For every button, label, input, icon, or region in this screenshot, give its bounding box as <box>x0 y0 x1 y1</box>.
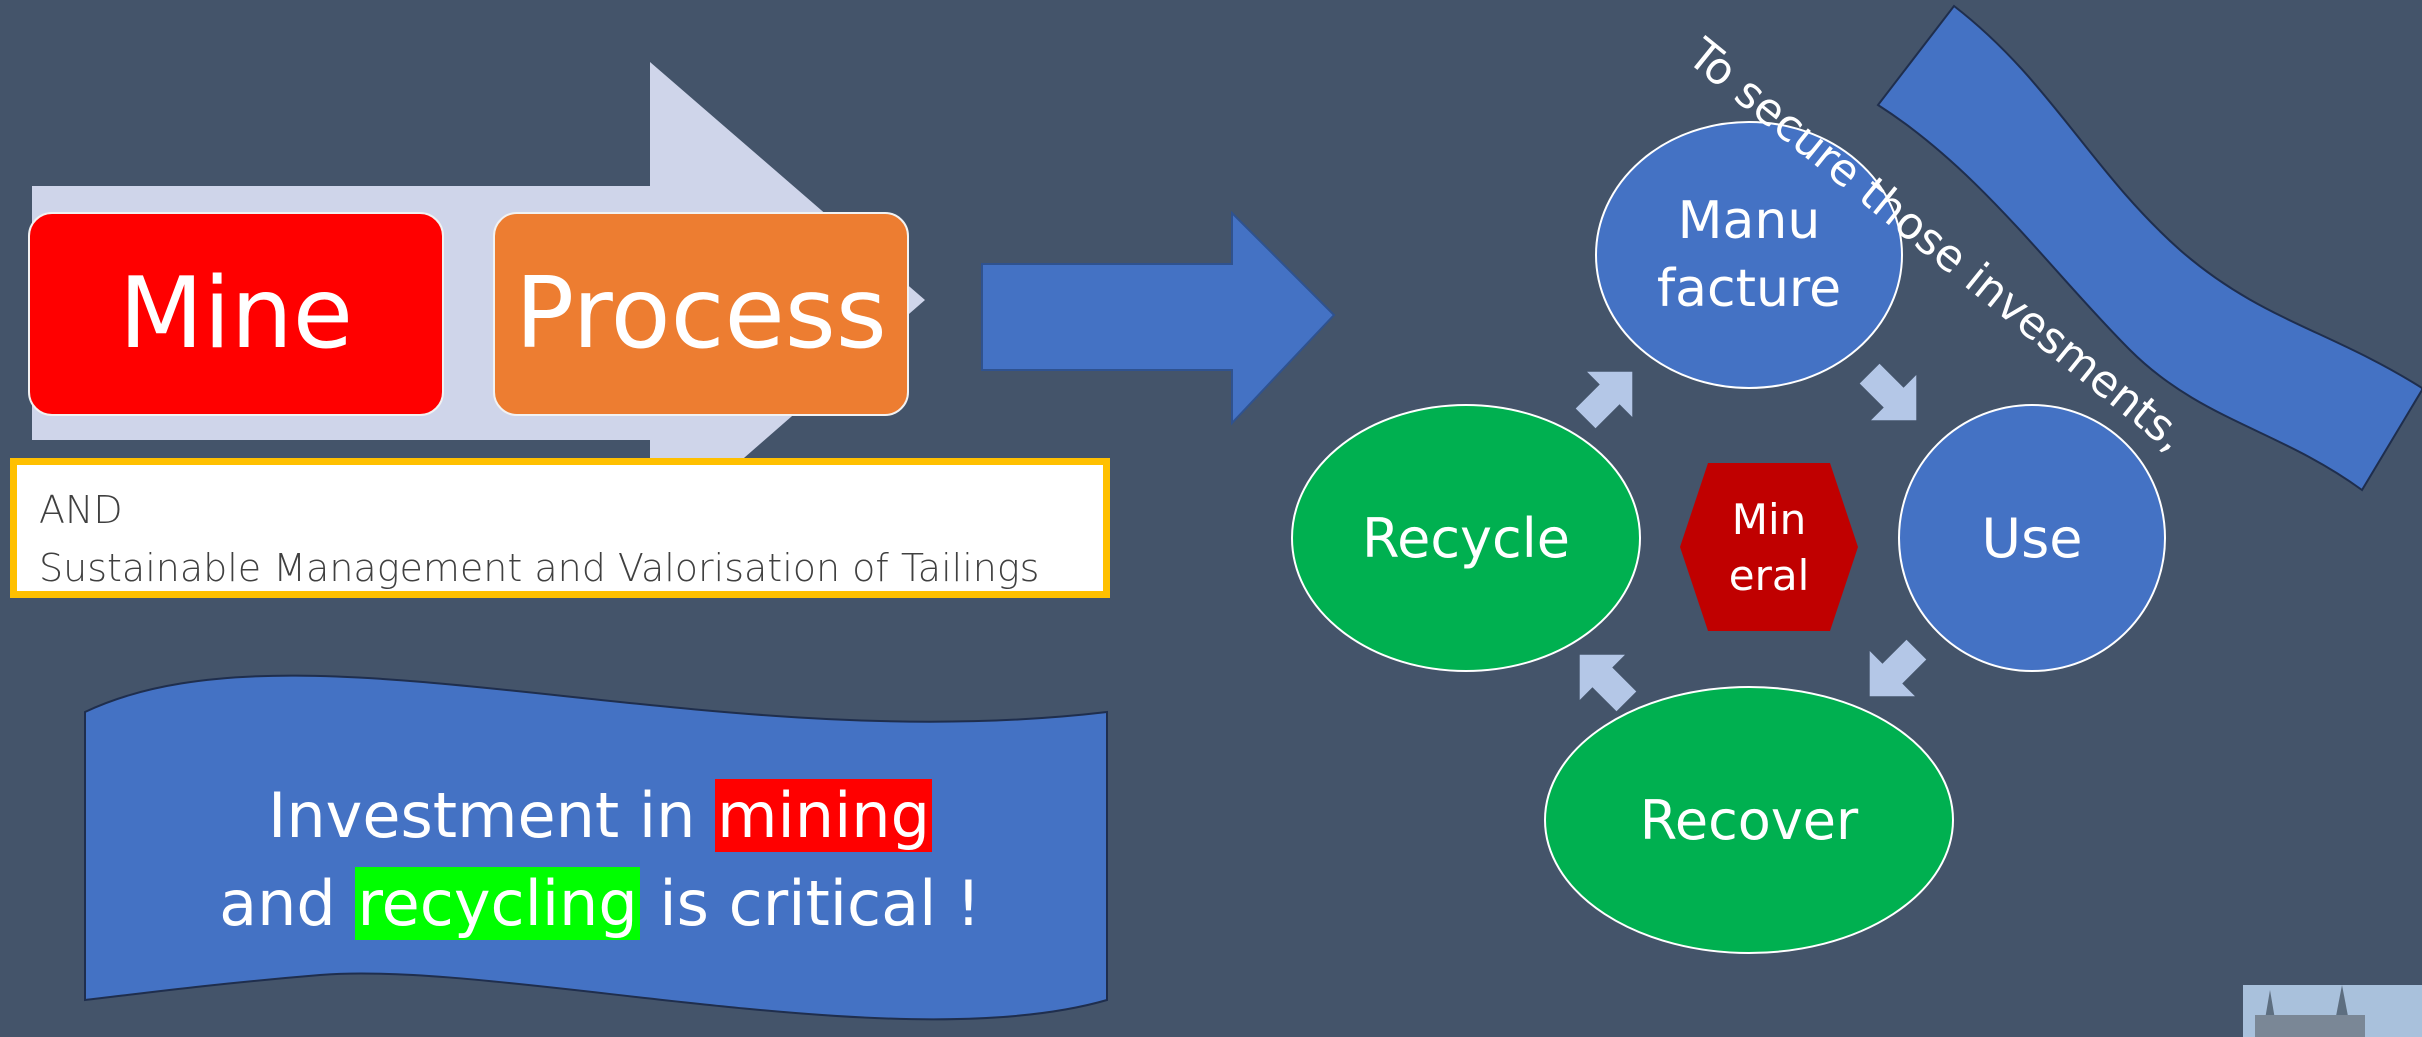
investment-line-2: and recycling is critical ! <box>120 860 1080 948</box>
ribbon-banner <box>1876 4 2422 492</box>
use-circle <box>1898 404 2166 672</box>
investment-line-1: Investment in mining <box>120 772 1080 860</box>
cathedral-thumbnail <box>2243 985 2422 1037</box>
and-prefix: and <box>219 867 356 940</box>
manufacture-circle <box>1595 121 1903 389</box>
tailings-box: AND Sustainable Management and Valorisat… <box>10 458 1110 598</box>
process-box: Process <box>493 212 909 416</box>
and-label: AND <box>39 488 123 532</box>
investment-statement: Investment in mining and recycling is cr… <box>120 772 1080 948</box>
recycling-highlight: recycling <box>355 867 640 940</box>
process-label: Process <box>515 257 887 371</box>
mineral-line-1: Min <box>1731 495 1807 544</box>
mineral-hexagon <box>1680 463 1858 631</box>
recover-text: Recover <box>1639 788 1859 852</box>
wave-banner <box>84 674 1108 1021</box>
mine-label: Mine <box>118 257 354 371</box>
mineral-label: Min eral <box>1680 490 1858 606</box>
tailings-label: Sustainable Management and Valorisation … <box>39 546 1040 590</box>
cycle-arrow-recycle-to-manufacture <box>1575 371 1633 429</box>
use-label: Use <box>1899 490 2165 586</box>
recycle-label: Recycle <box>1292 490 1640 586</box>
recycle-text: Recycle <box>1362 506 1570 570</box>
transition-arrow <box>981 210 1336 426</box>
recover-label: Recover <box>1545 772 1953 868</box>
use-text: Use <box>1981 506 2083 570</box>
mineral-line-2: eral <box>1728 551 1810 600</box>
recycle-circle <box>1291 404 1641 672</box>
critical-suffix: is critical ! <box>639 867 981 940</box>
mining-highlight: mining <box>715 779 932 852</box>
manufacture-line-1: Manu <box>1677 191 1821 251</box>
manufacture-label: Manu facture <box>1596 170 1902 340</box>
manufacture-line-2: facture <box>1656 259 1842 319</box>
mine-box: Mine <box>28 212 444 416</box>
process-flow-arrow <box>32 62 925 540</box>
cycle-arrow-manufacture-to-use <box>1859 363 1917 421</box>
cycle-arrow-recover-to-recycle <box>1579 654 1637 712</box>
investment-prefix: Investment in <box>268 779 716 852</box>
cycle-arrow-use-to-recover <box>1869 639 1927 697</box>
recover-circle <box>1544 686 1954 954</box>
